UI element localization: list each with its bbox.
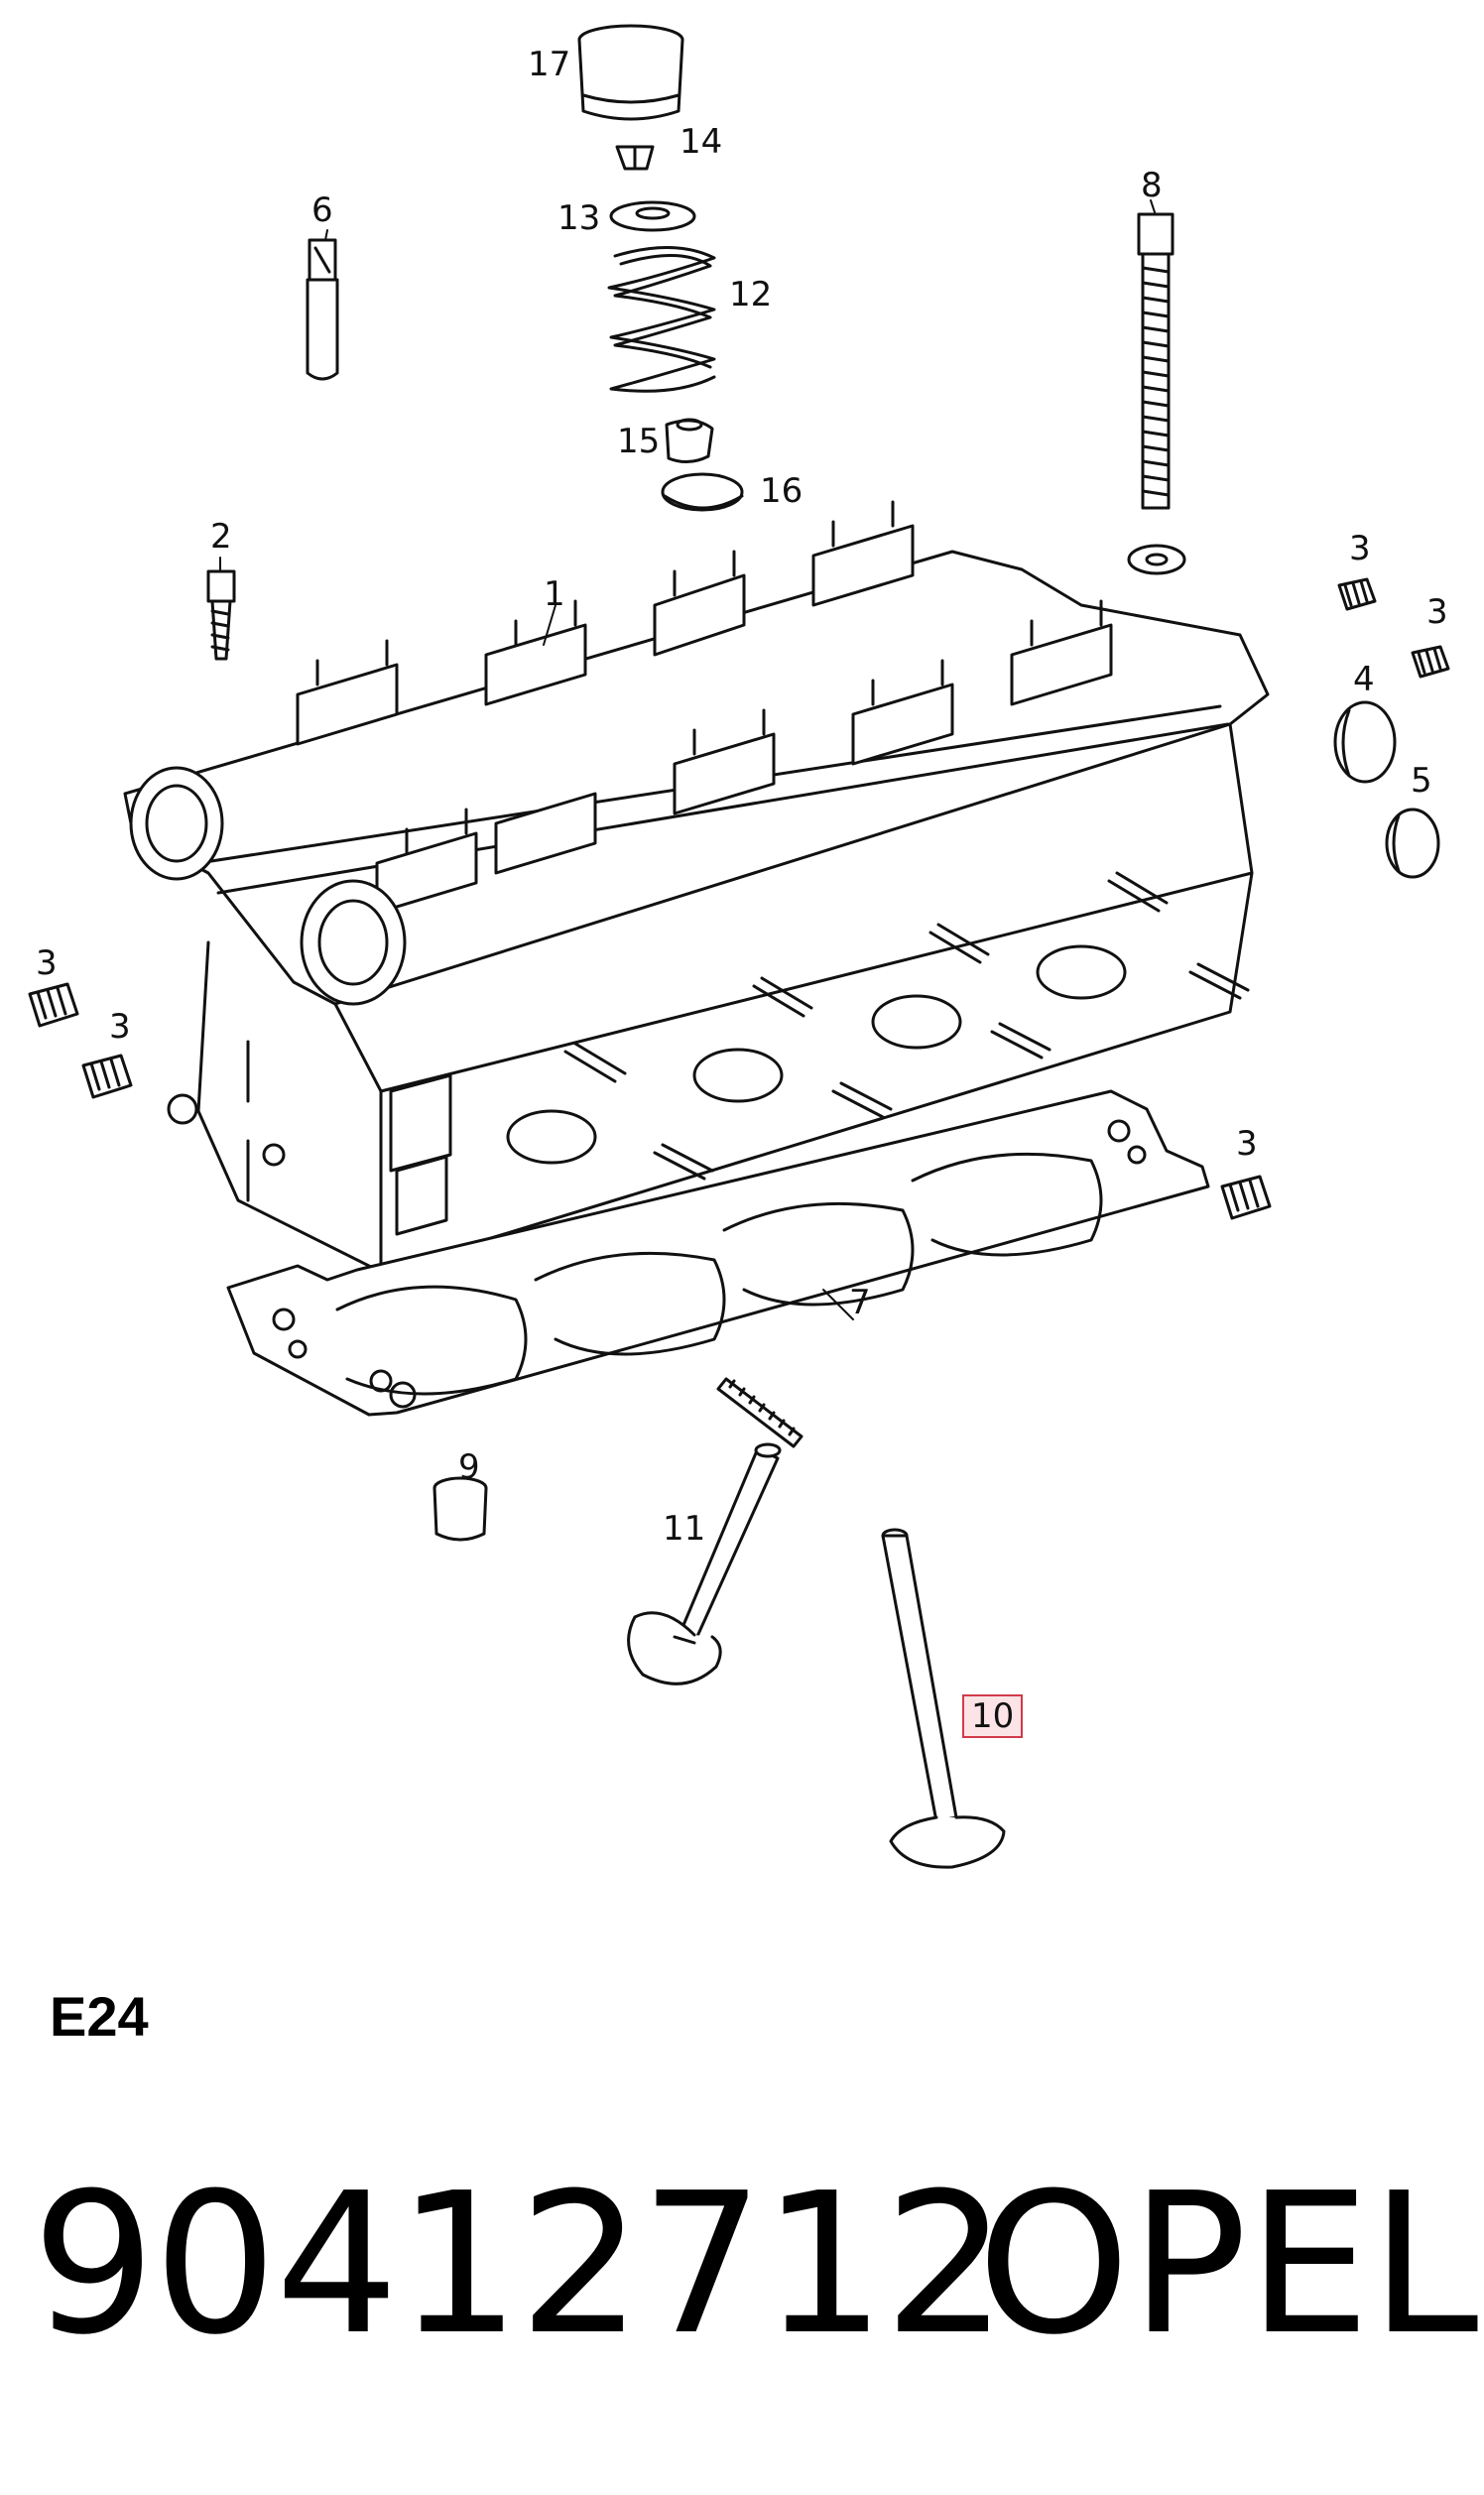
callout-3-left-b[interactable]: 3 (109, 1007, 131, 1047)
core-plug-4-drawing (1333, 700, 1397, 784)
bolt-2-drawing (206, 569, 236, 661)
callout-17[interactable]: 17 (528, 45, 571, 84)
tappet-17-drawing (577, 24, 684, 121)
callout-14[interactable]: 14 (680, 122, 723, 162)
core-plug-5-drawing (1385, 808, 1440, 879)
diagram-code: E24 (50, 1985, 149, 2048)
callout-3-right-a[interactable]: 3 (1349, 529, 1371, 568)
valve-spring-12-drawing (607, 245, 716, 393)
callout-10-highlighted[interactable]: 10 (962, 1694, 1024, 1738)
callout-3-right-b[interactable]: 3 (1426, 592, 1448, 632)
callout-5[interactable]: 5 (1411, 761, 1432, 801)
callout-9[interactable]: 9 (458, 1447, 480, 1487)
plug-3-right-c-drawing (1220, 1175, 1272, 1220)
plug-3-left-b-drawing (81, 1054, 133, 1099)
dowel-pin-6-drawing (306, 238, 339, 381)
diagram-drawing (28, 24, 1450, 1869)
stud-drawing (716, 1377, 804, 1448)
plug-3-right-a-drawing (1337, 577, 1377, 611)
callout-12[interactable]: 12 (729, 275, 773, 314)
head-gasket-7-drawing (226, 1089, 1210, 1417)
intake-valve-11-drawing (627, 1442, 782, 1685)
plug-3-left-a-drawing (28, 982, 79, 1028)
head-bolt-8-drawing (1137, 212, 1175, 510)
callout-16[interactable]: 16 (760, 471, 804, 511)
brand-name: OPEL (977, 2152, 1479, 2378)
valve-keepers-14-drawing (615, 145, 655, 171)
callout-3-left-a[interactable]: 3 (36, 943, 58, 983)
callout-1[interactable]: 1 (544, 574, 565, 614)
callout-11[interactable]: 11 (663, 1509, 706, 1549)
bolt-washer-drawing (1127, 544, 1186, 575)
exploded-parts-diagram: 17 14 13 12 15 16 6 8 2 1 3 3 4 5 3 3 3 … (28, 24, 1450, 1869)
exhaust-valve-10-drawing (881, 1528, 1006, 1869)
callout-7[interactable]: 7 (849, 1283, 871, 1322)
stem-seal-15-drawing (665, 418, 714, 463)
cylinder-head-1-drawing (123, 500, 1270, 1274)
part-number: 90412712 (32, 2152, 1008, 2378)
bushing-9-drawing (433, 1476, 488, 1542)
callout-4[interactable]: 4 (1353, 660, 1375, 699)
spring-retainer-13-drawing (609, 200, 696, 232)
callout-8[interactable]: 8 (1141, 166, 1163, 205)
leader-lines (219, 199, 1156, 1320)
callout-2[interactable]: 2 (210, 517, 232, 557)
callout-15[interactable]: 15 (617, 422, 661, 461)
callout-13[interactable]: 13 (557, 198, 601, 238)
callout-3-right-c[interactable]: 3 (1236, 1124, 1258, 1164)
callout-6[interactable]: 6 (311, 190, 333, 230)
spring-seat-16-drawing (661, 472, 744, 512)
plug-3-right-b-drawing (1411, 645, 1450, 679)
